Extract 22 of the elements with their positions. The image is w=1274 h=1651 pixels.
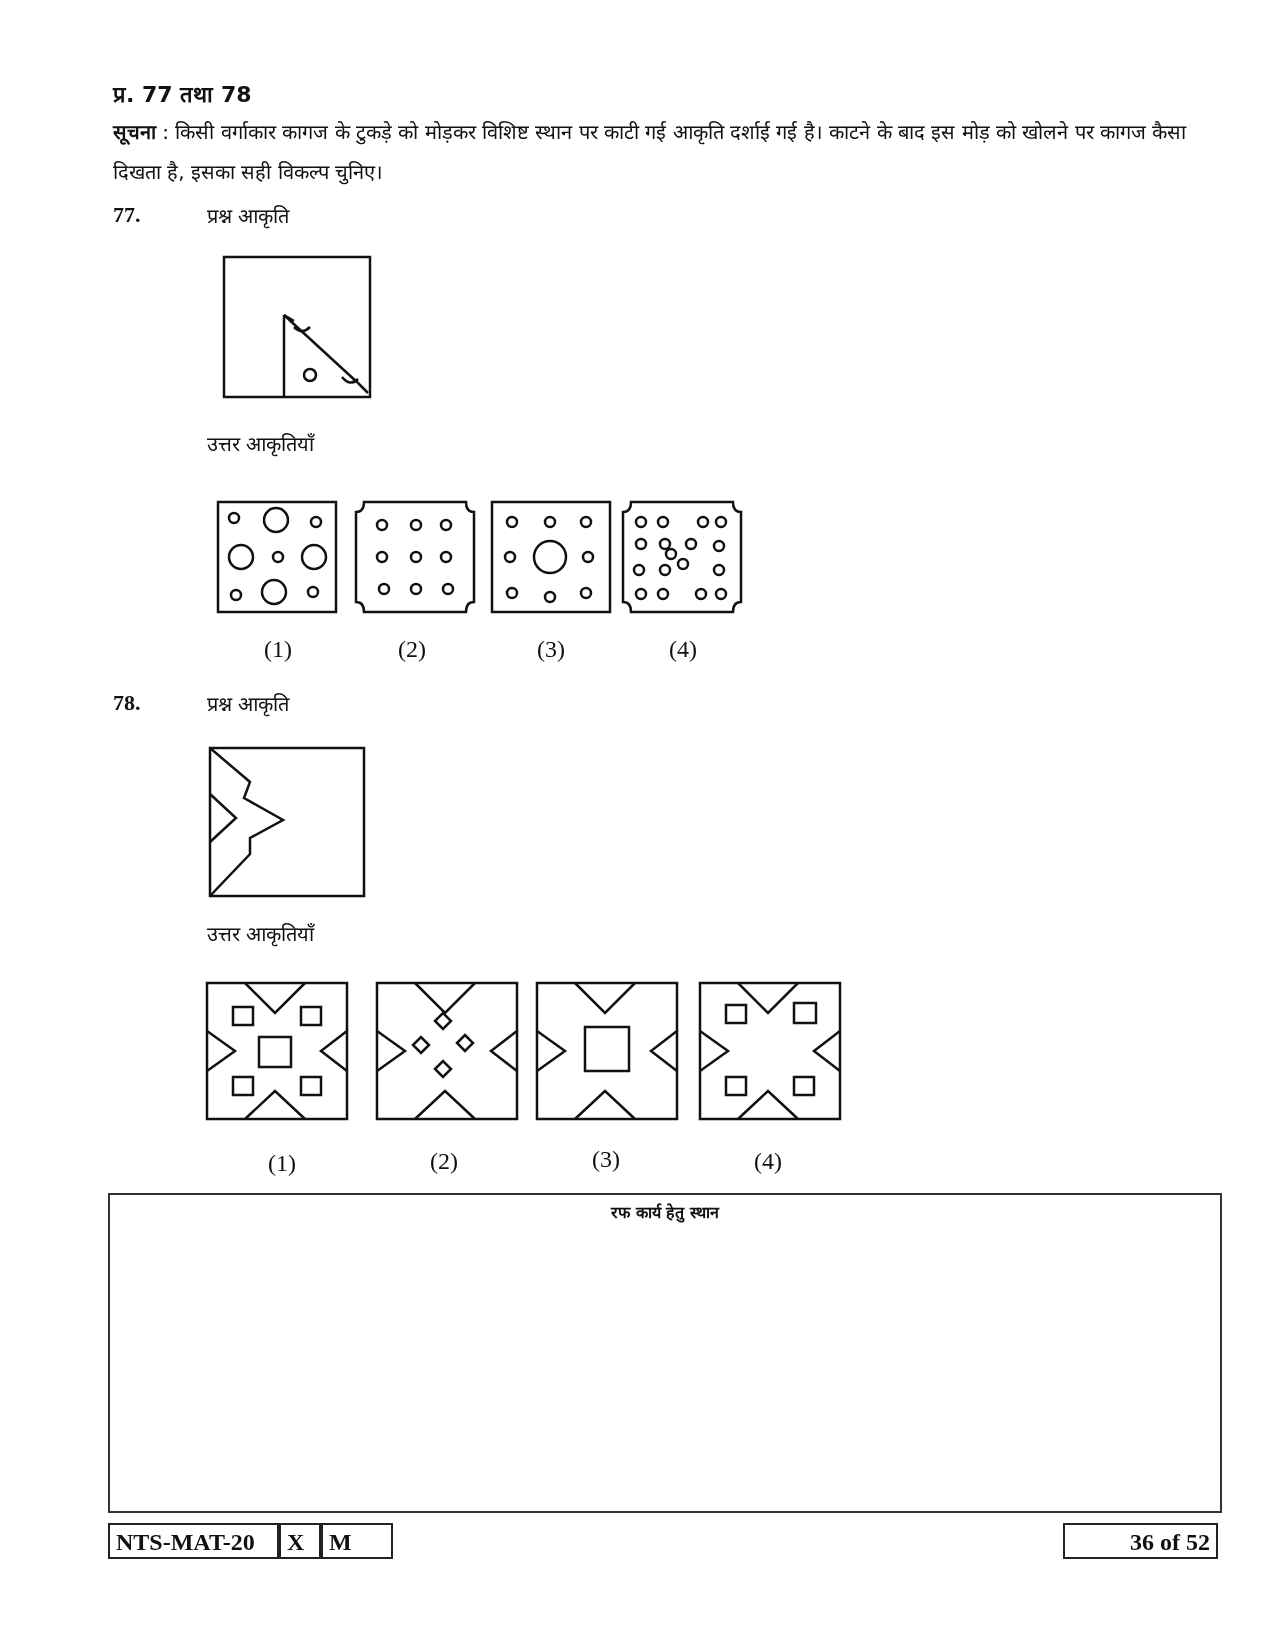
footer-code-cell: X <box>279 1523 321 1559</box>
instruction-text: सूचना : किसी वर्गाकार कागज के टुकड़े को मोड़कर विशिष्ट स्थान पर काटी गई आकृति दर्शाई गई है। काटने के बाद इस मोड़ को खोलने पर कागज कैसा दिखता है, इसका सही विकल्प चुनिए। <box>113 119 1188 187</box>
option-number: (3) <box>536 636 566 663</box>
footer-code-cell: M <box>321 1523 393 1559</box>
option-number: (1) <box>267 1150 297 1177</box>
box-heading: रफ कार्य हेतु स्थान <box>611 1203 719 1222</box>
figure-heading: उत्तर आकृतियाँ <box>207 431 315 457</box>
figure-heading: उत्तर आकृतियाँ <box>207 921 315 947</box>
figure-heading: प्रश्न आकृति <box>207 203 290 229</box>
option-number: (1) <box>263 636 293 663</box>
option-number: (4) <box>668 636 698 663</box>
rough-work-box <box>108 1193 1222 1513</box>
question-number: 78. <box>113 690 141 716</box>
option-number: (2) <box>429 1148 459 1175</box>
footer-code-cell: NTS-MAT-20 <box>108 1523 279 1559</box>
page-number-cell: 36 of 52 <box>1063 1523 1218 1559</box>
question-range-heading: प्र. 77 तथा 78 <box>113 81 252 108</box>
option-number: (2) <box>397 636 427 663</box>
figure-heading: प्रश्न आकृति <box>207 691 290 717</box>
option-number: (4) <box>753 1148 783 1175</box>
question-number: 77. <box>113 202 141 228</box>
option-number: (3) <box>591 1146 621 1173</box>
